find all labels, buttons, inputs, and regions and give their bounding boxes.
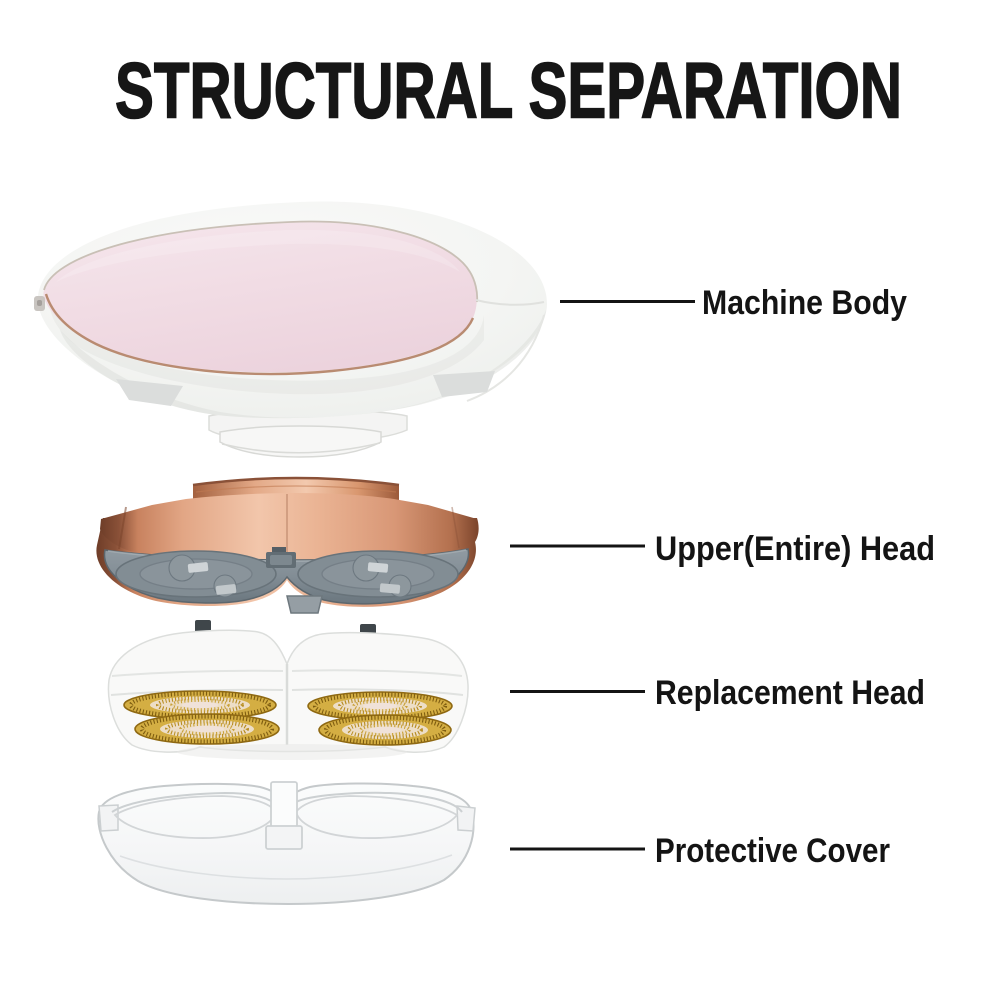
svg-text:Upper(Entire) Head: Upper(Entire) Head — [655, 530, 935, 568]
svg-text:Machine Body: Machine Body — [702, 284, 907, 322]
svg-text:STRUCTURAL SEPARATION: STRUCTURAL SEPARATION — [115, 46, 902, 135]
svg-text:Protective Cover: Protective Cover — [655, 832, 890, 870]
svg-text:Replacement Head: Replacement Head — [655, 674, 925, 712]
